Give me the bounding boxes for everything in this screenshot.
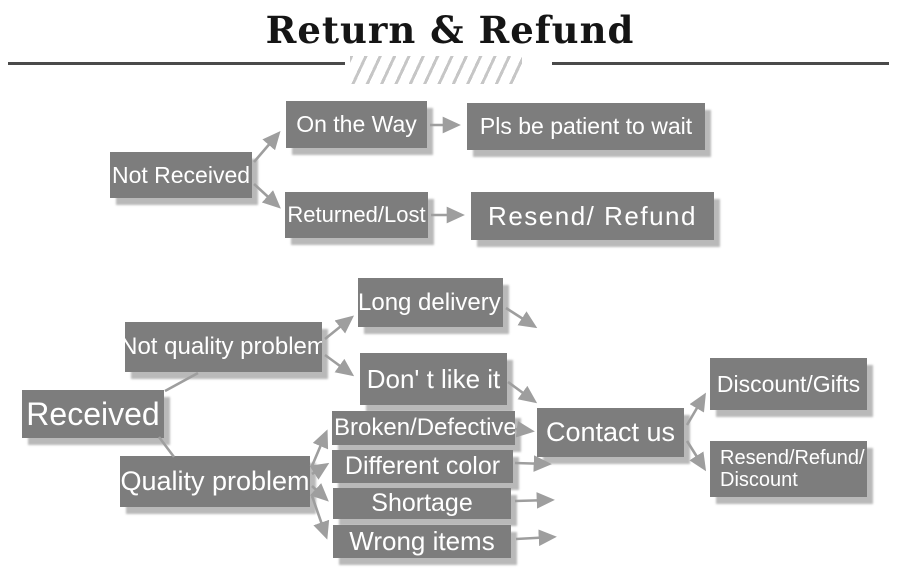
divider-left xyxy=(8,62,345,65)
arrow-quality-problem-to-shortage xyxy=(309,483,329,502)
divider-right xyxy=(552,62,889,65)
node-long-delivery: Long delivery xyxy=(358,278,503,327)
node-not-received: Not Received xyxy=(110,152,252,198)
line-received-to-not-quality-problem xyxy=(164,371,199,393)
arrow-contact-us-to-resend-refund-discount xyxy=(685,440,707,472)
arrow-quality-problem-to-broken-defective xyxy=(310,429,329,467)
page-title: Return & Refund xyxy=(265,8,635,52)
node-received: Received xyxy=(22,390,164,438)
node-not-quality-problem: Not quality problem xyxy=(125,322,322,372)
node-resend-refund-discount: Resend/Refund/ Discount xyxy=(710,441,867,497)
arrow-not-quality-problem-to-long-delivery xyxy=(324,315,355,341)
arrow-different-color-out xyxy=(514,455,552,472)
node-different-color: Different color xyxy=(332,450,513,483)
node-discount-gifts: Discount/Gifts xyxy=(710,358,867,410)
node-pls-be-patient-to-wait: Pls be patient to wait xyxy=(467,103,705,150)
arrow-quality-problem-to-different-color xyxy=(309,462,330,480)
arrow-not-received-to-on-the-way xyxy=(253,131,281,163)
node-resend-refund-discount-line2: Discount xyxy=(720,469,798,491)
hatch-decoration xyxy=(350,56,522,84)
arrow-not-quality-problem-to-dont-like-it xyxy=(324,353,355,377)
arrow-contact-us-to-discount-gifts xyxy=(685,392,706,426)
node-on-the-way: On the Way xyxy=(286,101,427,148)
line-received-to-quality-problem xyxy=(157,436,176,458)
arrow-quality-problem-to-wrong-items xyxy=(310,495,330,540)
node-quality-problem: Quality problem xyxy=(120,456,310,507)
node-contact-us: Contact us xyxy=(537,408,684,457)
arrow-wrong-items-out xyxy=(515,529,557,547)
arrow-dont-like-it-to-contact-us xyxy=(507,380,538,404)
node-broken-defective: Broken/Defective xyxy=(332,411,515,445)
arrow-long-delivery-out xyxy=(505,306,538,329)
arrow-broken-defective-to-contact-us xyxy=(514,420,535,438)
arrow-shortage-out xyxy=(514,492,555,509)
node-returned-lost: Returned/Lost xyxy=(285,192,428,238)
node-wrong-items: Wrong items xyxy=(333,525,511,558)
node-resend-refund: Resend/ Refund xyxy=(471,192,714,240)
node-dont-like-it: Don' t like it xyxy=(360,353,507,405)
node-resend-refund-discount-line1: Resend/Refund/ xyxy=(720,447,865,469)
node-shortage: Shortage xyxy=(333,488,511,519)
arrow-not-received-to-returned-lost xyxy=(253,183,281,209)
